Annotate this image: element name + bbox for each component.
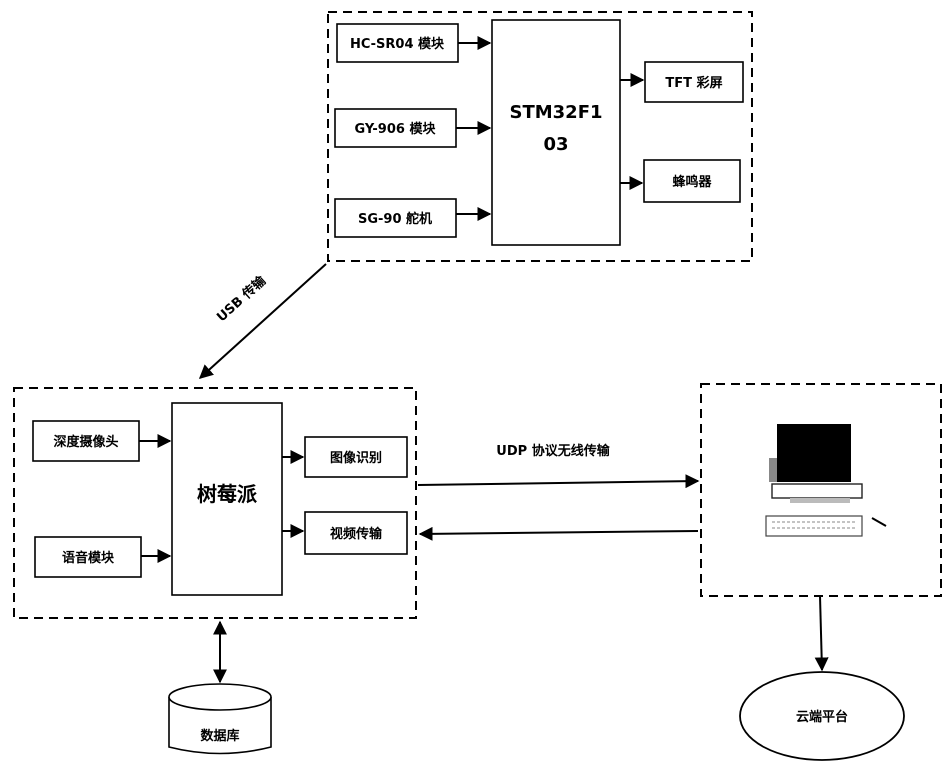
cloud-platform-node: 云端平台 <box>739 671 905 761</box>
buzzer-label: 蜂鸣器 <box>672 174 712 190</box>
udp-link-label: UDP 协议无线传输 <box>496 443 610 459</box>
arrow-pc-to-cloud <box>814 595 829 672</box>
sg-90-servo-label: SG-90 舵机 <box>358 211 432 227</box>
arrow-usb-stm32-to-pi <box>198 263 327 379</box>
voice-module-label: 语音模块 <box>62 550 115 566</box>
stm32-label-line2: 03 <box>543 134 568 155</box>
arrow-pi-to-pc <box>417 474 700 489</box>
database-cylinder: 数据库 <box>168 683 272 755</box>
depth-camera-label: 深度摄像头 <box>53 434 118 450</box>
buzzer-block: 蜂鸣器 <box>643 159 741 203</box>
tft-screen-label: TFT 彩屏 <box>665 75 722 91</box>
hc-sr04-module-label: HC-SR04 模块 <box>350 36 445 52</box>
stm32-label-line1: STM32F1 <box>509 102 602 123</box>
arrow-pc-to-pi <box>418 526 699 541</box>
usb-link-label: USB 传输 <box>214 272 270 325</box>
gy-906-module-block: GY-906 模块 <box>334 108 457 148</box>
video-transmission-label: 视频传输 <box>330 526 383 542</box>
hc-sr04-module-block: HC-SR04 模块 <box>336 23 459 63</box>
tft-screen-block: TFT 彩屏 <box>644 61 744 103</box>
raspberry-pi-label: 树莓派 <box>197 482 258 506</box>
video-transmission-block: 视频传输 <box>304 511 408 555</box>
stm32-controller-block: STM32F1 03 <box>491 19 621 246</box>
stm32-subsystem-boundary <box>327 11 753 262</box>
raspberry-pi-subsystem-boundary <box>13 387 417 619</box>
voice-module-block: 语音模块 <box>34 536 142 578</box>
image-recognition-block: 图像识别 <box>304 436 408 478</box>
computer-icon <box>765 424 887 537</box>
raspberry-pi-block: 树莓派 <box>171 402 283 596</box>
gy-906-module-label: GY-906 模块 <box>355 121 437 137</box>
cloud-platform-label: 云端平台 <box>796 709 848 725</box>
database-label: 数据库 <box>200 728 239 744</box>
image-recognition-label: 图像识别 <box>330 450 382 466</box>
sg-90-servo-block: SG-90 舵机 <box>334 198 457 238</box>
depth-camera-block: 深度摄像头 <box>32 420 140 462</box>
